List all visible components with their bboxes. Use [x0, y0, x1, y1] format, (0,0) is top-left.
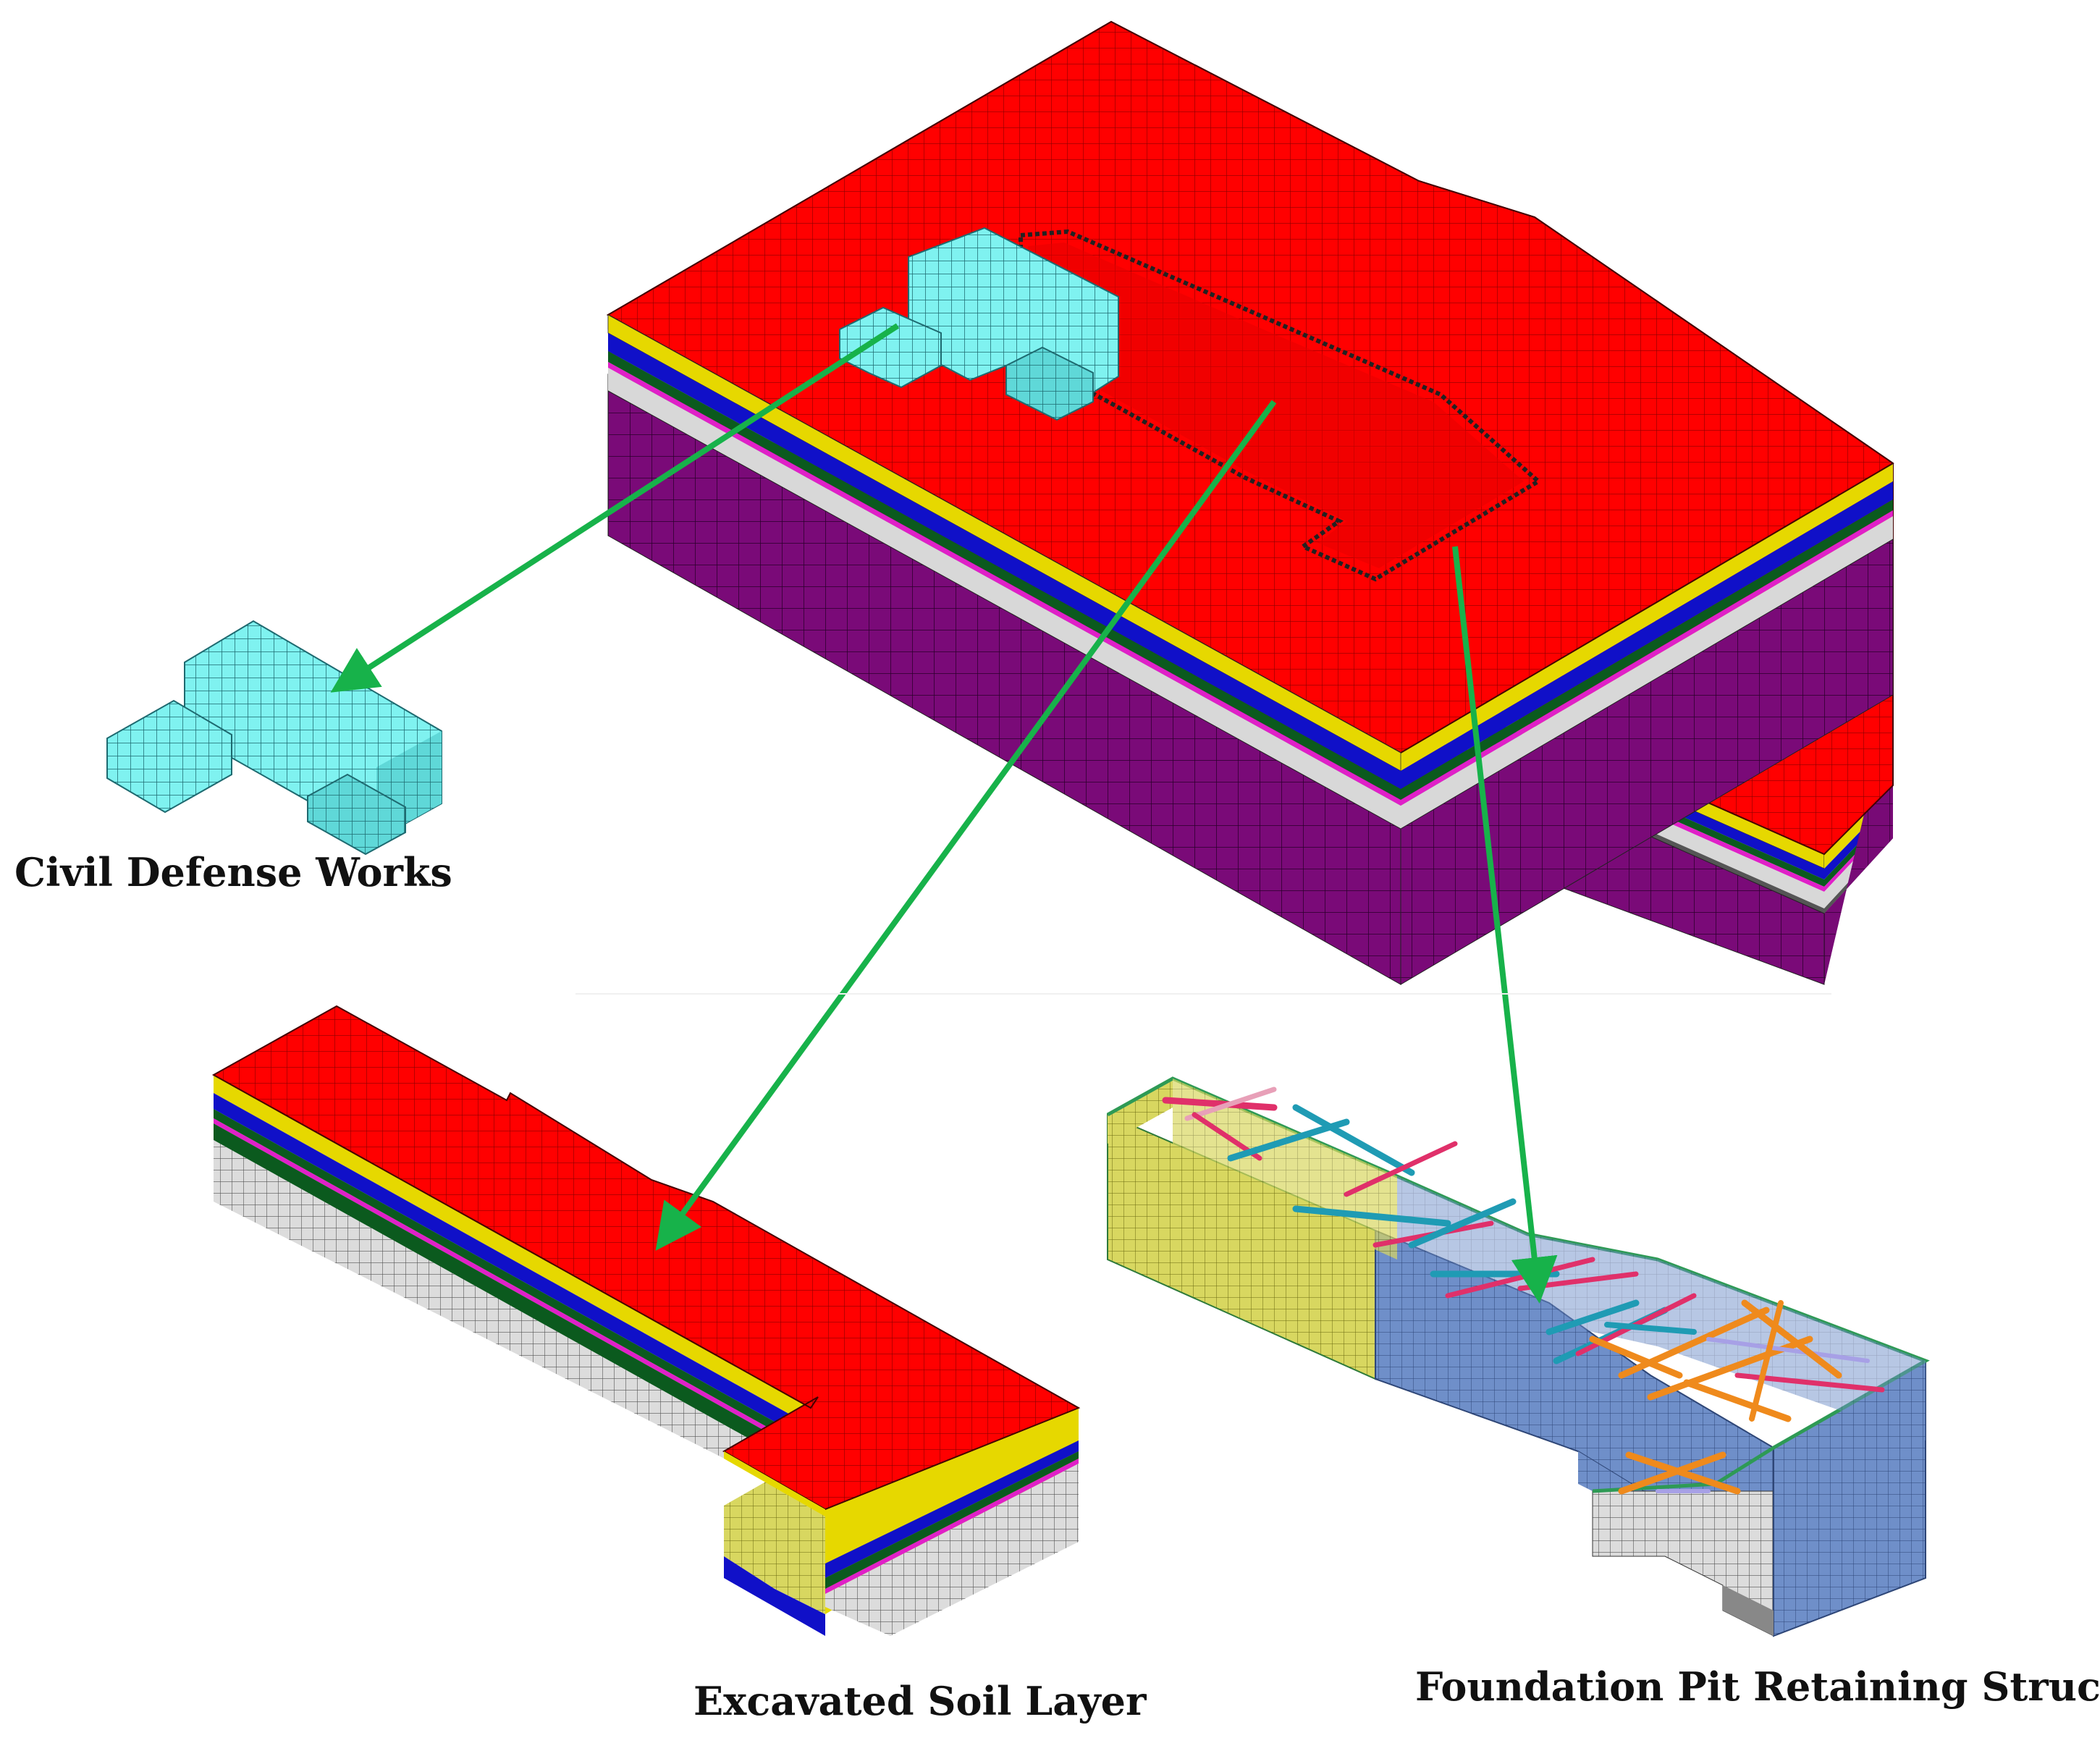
arrow-retaining-structure — [1452, 546, 1558, 1304]
main-model-front-left-layers — [607, 314, 1401, 985]
caption-excavated-soil-layer: Excavated Soil Layer — [693, 1678, 1147, 1724]
civil-defense-on-model — [839, 227, 1119, 421]
civil-defense-works — [106, 620, 442, 856]
foundation-pit-retaining-structure — [1106, 1076, 1930, 1637]
caption-civil-defense-works: Civil Defense Works — [14, 849, 452, 895]
excavated-soil-layer — [211, 1005, 1081, 1636]
excavated-top-surface — [211, 1005, 1081, 1511]
support-struts — [1162, 1087, 1885, 1495]
arrow-excavated-soil — [655, 400, 1277, 1251]
caption-foundation-pit-retaining-structure: Foundation Pit Retaining Structure — [1415, 1663, 2100, 1710]
main-model — [606, 20, 1894, 985]
arrows — [330, 323, 1558, 1304]
main-model-right-wall-layers — [1400, 463, 1894, 985]
arrow-civil-defense — [330, 323, 900, 693]
